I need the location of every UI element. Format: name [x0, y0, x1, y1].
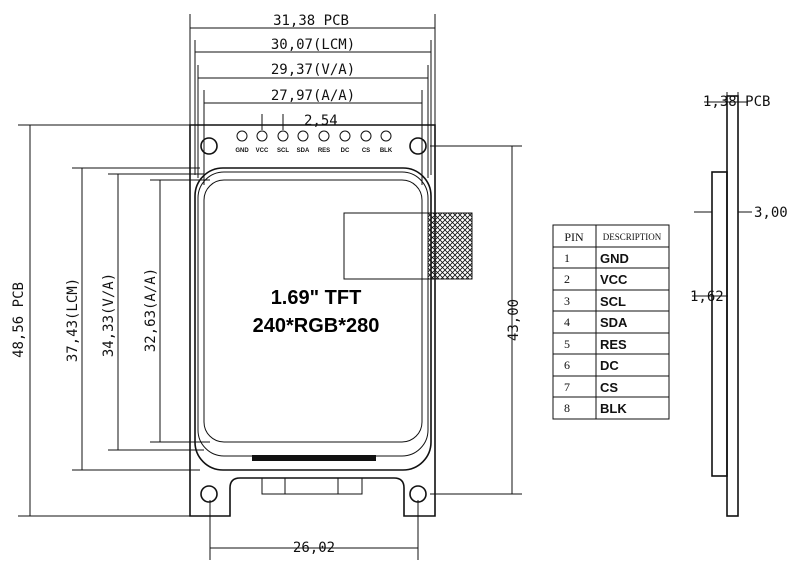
dimension-pin-pitch: 2,54: [255, 113, 338, 130]
dimension-va-height: 34,33(V/A): [101, 173, 204, 451]
dim-va-height-label: 34,33(V/A): [101, 273, 117, 357]
dimension-lcm-height: 37,43(LCM): [65, 167, 200, 471]
pin-hole: [256, 130, 268, 142]
dim-side-label: 1,62: [690, 289, 724, 305]
pin-label-7: CS: [362, 148, 370, 154]
dimension-aa-height: 32,63(A/A): [143, 179, 210, 443]
pcb-outline: [189, 124, 436, 517]
dim-va-width-label: 29,37(V/A): [271, 62, 355, 78]
pin-table-header-desc: DESCRIPTION: [603, 232, 662, 242]
pin-hole: [297, 130, 309, 142]
pin-number: 5: [564, 337, 570, 351]
dim-lcm-width-label: 30,07(LCM): [271, 37, 355, 53]
pin-number: 4: [564, 315, 570, 329]
pin-description: DC: [600, 358, 619, 373]
pin-hole: [236, 130, 248, 142]
dim-pitch-label: 2,54: [304, 113, 338, 129]
pin-number: 1: [564, 251, 570, 265]
flex-cable-strip: [252, 455, 376, 461]
viewing-area: [197, 171, 429, 457]
pin-number: 7: [564, 380, 570, 394]
fpc-connector: [343, 212, 473, 280]
display-title: 1.69" TFT: [271, 287, 362, 309]
dimension-aa-width: 27,97(A/A): [203, 88, 423, 185]
pin-description: RES: [600, 337, 627, 352]
pin-description: SCL: [600, 294, 626, 309]
pin-number: 3: [564, 294, 570, 308]
pin-hole: [339, 130, 351, 142]
mounting-hole-top-left: [200, 137, 218, 155]
dimension-lcm-width: 30,07(LCM): [194, 37, 432, 175]
pin-header: GND VCC SCL SDA RES DC CS BLK: [235, 130, 393, 154]
pin-number: 2: [564, 272, 570, 286]
pin-number: 6: [564, 358, 570, 372]
pin-description: CS: [600, 380, 618, 395]
pin-description: GND: [600, 251, 629, 266]
pin-label-1: GND: [235, 148, 249, 154]
dim-aa-width-label: 27,97(A/A): [271, 88, 355, 104]
pin-label-2: VCC: [256, 148, 269, 154]
dim-lcm-height-label: 37,43(LCM): [65, 278, 81, 362]
dimension-hole-height: 43,00: [430, 145, 522, 495]
side-lcm: [711, 171, 728, 477]
mounting-hole-bottom-left: [200, 485, 218, 503]
pin-label-3: SCL: [277, 148, 289, 154]
dimension-pcb-height: 48,56 PCB: [11, 124, 190, 517]
pin-description: VCC: [600, 272, 628, 287]
active-area: [203, 179, 423, 443]
pin-description: BLK: [600, 401, 627, 416]
mounting-hole-bottom-right: [409, 485, 427, 503]
pin-label-4: SDA: [297, 148, 310, 154]
dim-pcb-thickness-label: 1,38 PCB: [703, 94, 770, 110]
dim-aa-height-label: 32,63(A/A): [143, 268, 159, 352]
pin-description: SDA: [600, 315, 628, 330]
pin-table-header-pin: PIN: [564, 230, 584, 244]
pin-hole: [360, 130, 372, 142]
display-resolution: 240*RGB*280: [253, 315, 380, 337]
dimension-va-width: 29,37(V/A): [197, 62, 429, 178]
bottom-connector: [261, 477, 363, 495]
side-pcb: [726, 95, 739, 517]
dim-pcb-width-label: 31,38 PCB: [273, 13, 349, 29]
dim-pcb-height-label: 48,56 PCB: [11, 282, 27, 358]
dim-module-thickness-label: 3,00: [754, 205, 788, 221]
dim-bottom-width-label: 26,02: [293, 540, 335, 556]
pin-hole: [277, 130, 289, 142]
pin-table: PIN DESCRIPTION 1 GND 2 VCC 3 SCL 4 SDA …: [552, 224, 670, 420]
pin-label-8: BLK: [380, 148, 393, 154]
pin-hole: [380, 130, 392, 142]
dimension-pcb-width: 31,38 PCB: [189, 13, 436, 140]
pin-label-6: DC: [341, 148, 350, 154]
dimension-bottom-width: 26,02: [209, 500, 419, 560]
pin-hole: [318, 130, 330, 142]
mounting-hole-top-right: [409, 137, 427, 155]
side-view: 1,38 PCB 3,00 1,62: [690, 92, 788, 517]
pin-number: 8: [564, 401, 570, 415]
dim-hole-height-label: 43,00: [506, 299, 522, 341]
pin-label-5: RES: [318, 148, 330, 154]
